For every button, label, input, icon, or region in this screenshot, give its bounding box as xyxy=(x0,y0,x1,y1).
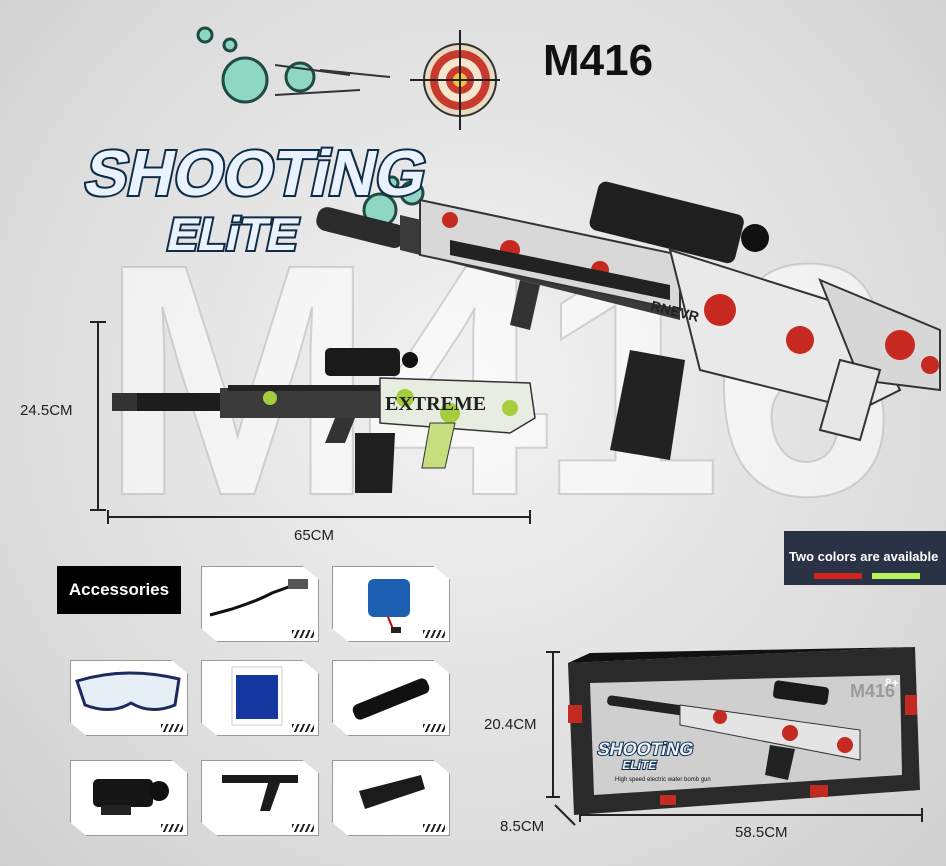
green-gun-image: EXTREME xyxy=(112,348,536,493)
accessory-battery xyxy=(332,566,450,642)
usb-cable-icon xyxy=(209,579,308,617)
box-depth-label: 8.5CM xyxy=(500,818,545,835)
box-tagline: High speed electric water bomb gun xyxy=(615,777,711,783)
length-label: 65CM xyxy=(294,527,335,544)
goggles-icon xyxy=(75,671,181,711)
product-box-image: SHOOTiNG ELiTE High speed electric water… xyxy=(568,647,920,815)
accessories-label: Accessories xyxy=(57,566,181,614)
target-icon xyxy=(410,30,500,130)
shooting-elite-logo: SHOOTiNG ELiTE xyxy=(77,26,500,262)
accessory-scope xyxy=(70,760,188,836)
box-brand-line2: ELiTE xyxy=(621,758,658,772)
height-label: 24.5CM xyxy=(20,402,73,419)
accessory-gel-beads xyxy=(201,660,319,736)
gel-balls-icon xyxy=(196,26,425,228)
box-brand-line1: SHOOTiNG xyxy=(596,739,696,759)
green-gun-decal: EXTREME xyxy=(385,393,486,415)
box-model: M416 xyxy=(850,681,895,701)
battery-icon xyxy=(368,579,410,633)
gel-beads-icon xyxy=(231,666,283,726)
accessory-magazine xyxy=(332,760,450,836)
silencer-icon xyxy=(352,678,430,720)
scope-icon xyxy=(93,779,169,815)
accessory-foregrip xyxy=(201,760,319,836)
accessory-silencer xyxy=(332,660,450,736)
colors-available-box: Two colors are available xyxy=(784,531,946,585)
model-title: M416 xyxy=(543,36,654,85)
box-length-label: 58.5CM xyxy=(735,824,788,841)
box-age: 8+ xyxy=(885,676,899,690)
box-height-label: 20.4CM xyxy=(484,716,537,733)
magazine-icon xyxy=(359,775,425,809)
accessory-goggles xyxy=(70,660,188,736)
logo-line1: SHOOTiNG xyxy=(79,137,434,209)
accessory-usb-cable xyxy=(201,566,319,642)
foregrip-icon xyxy=(222,775,298,811)
color-swatch-red xyxy=(814,573,862,579)
color-swatch-green xyxy=(872,573,920,579)
red-gun-image: RNEVR xyxy=(316,181,941,460)
colors-available-label: Two colors are available xyxy=(789,549,939,564)
logo-line2: ELiTE xyxy=(163,208,304,259)
